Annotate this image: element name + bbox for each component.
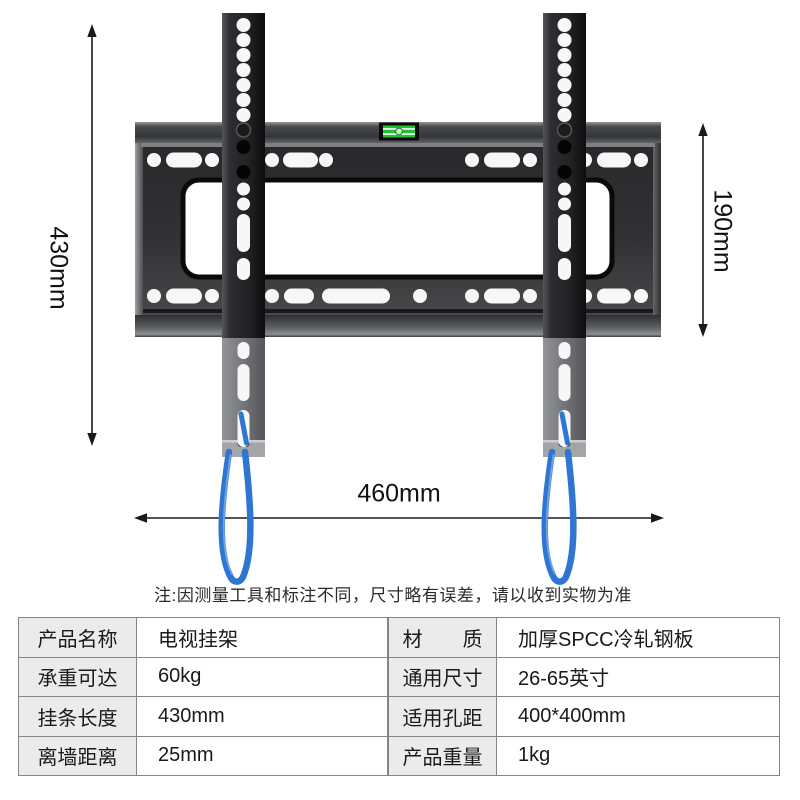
- right-rail-holes: [556, 18, 573, 447]
- spec-label: 挂条长度: [18, 696, 137, 737]
- spec-tables: 产品名称 电视挂架 承重可达 60kg 挂条长度 430mm 离墙距离 25mm: [18, 617, 780, 776]
- spec-label: 产品重量: [388, 735, 497, 776]
- safety-cord-left: [218, 448, 254, 585]
- spec-value: 25mm: [136, 735, 388, 776]
- spec-row: 产品重量 1kg: [388, 735, 780, 776]
- dimension-side-label: 190mm: [708, 189, 737, 273]
- bubble-level-icon: [379, 122, 419, 141]
- spec-row: 产品名称 电视挂架: [18, 617, 388, 658]
- spec-value: 26-65英寸: [496, 656, 780, 697]
- spec-label: 适用孔距: [388, 696, 497, 737]
- width-arrow: [134, 513, 664, 523]
- spec-row: 材 质 加厚SPCC冷轧钢板: [388, 617, 780, 658]
- spec-label: 离墙距离: [18, 735, 137, 776]
- spec-row: 挂条长度 430mm: [18, 696, 388, 737]
- spec-label: 材 质: [388, 617, 497, 658]
- spec-value: 1kg: [496, 735, 780, 776]
- spec-row: 离墙距离 25mm: [18, 735, 388, 776]
- dimension-width-label: 460mm: [357, 479, 441, 508]
- spec-row: 承重可达 60kg: [18, 656, 388, 697]
- side-height-arrow: [698, 123, 708, 337]
- left-rail: [222, 13, 265, 457]
- left-rail-holes: [235, 18, 252, 447]
- spec-table-left: 产品名称 电视挂架 承重可达 60kg 挂条长度 430mm 离墙距离 25mm: [18, 617, 388, 776]
- dimension-height-label: 430mm: [44, 226, 73, 310]
- height-arrow: [87, 24, 97, 446]
- spec-label: 承重可达: [18, 656, 137, 697]
- spec-label: 通用尺寸: [388, 656, 497, 697]
- spec-value: 60kg: [136, 656, 388, 697]
- tv-mount-graphic: [87, 13, 708, 585]
- spec-value: 加厚SPCC冷轧钢板: [496, 617, 780, 658]
- plate-cutout: [180, 177, 615, 280]
- spec-value: 430mm: [136, 696, 388, 737]
- safety-cord-right: [541, 448, 577, 585]
- spec-table-right: 材 质 加厚SPCC冷轧钢板 通用尺寸 26-65英寸 适用孔距 400*400…: [388, 617, 780, 776]
- right-rail: [543, 13, 586, 457]
- plate-holes-bottom: [147, 288, 648, 304]
- disclaimer-note: 注:因测量工具和标注不同，尺寸略有误差，请以收到实物为准: [154, 586, 632, 605]
- bracket-scene: 430mm 190mm 460mm 注:因测量工具和标注不同，尺寸略有误差，请以…: [44, 13, 737, 605]
- spec-label: 产品名称: [18, 617, 137, 658]
- spec-value: 400*400mm: [496, 696, 780, 737]
- spec-value: 电视挂架: [136, 617, 388, 658]
- spec-row: 通用尺寸 26-65英寸: [388, 656, 780, 697]
- spec-row: 适用孔距 400*400mm: [388, 696, 780, 737]
